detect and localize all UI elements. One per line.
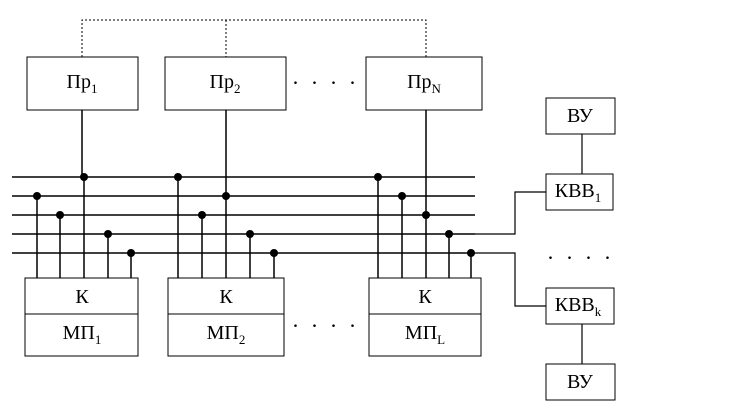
memory-index: 2 <box>239 332 246 347</box>
io-ellipsis: . . . . <box>548 239 615 264</box>
io-channel-index: 1 <box>595 190 602 205</box>
memory-connections-2 <box>177 177 275 278</box>
memory-module-1: К МП1 <box>24 277 139 357</box>
processors-ellipsis: . . . . <box>293 64 360 89</box>
processor-label: Пр <box>210 71 234 93</box>
memory-module-2: К МП2 <box>167 277 285 357</box>
processor-index: 2 <box>234 81 241 96</box>
svg-text:МП1: МП1 <box>63 322 102 347</box>
processor-index: N <box>432 81 442 96</box>
io-device-bottom: ВУ <box>545 363 616 401</box>
processor-label: Пр <box>407 71 431 93</box>
processor-block-1: Пр1 <box>26 56 139 111</box>
svg-text:КВВk: КВВk <box>555 294 602 319</box>
memory-label: МП <box>405 322 437 344</box>
svg-text:ПрN: ПрN <box>407 71 441 96</box>
svg-text:Пр1: Пр1 <box>67 71 98 96</box>
io-device-label: ВУ <box>567 371 594 393</box>
memory-label: МП <box>207 322 239 344</box>
svg-text:КВВ1: КВВ1 <box>555 180 602 205</box>
svg-text:МП2: МП2 <box>207 322 246 347</box>
memory-index: 1 <box>95 332 102 347</box>
memory-module-l: К МПL <box>368 277 482 357</box>
controller-label: К <box>75 286 89 308</box>
processor-dotted-link <box>81 19 427 57</box>
processor-block-n: ПрN <box>365 56 483 111</box>
bus-junctions <box>33 173 475 257</box>
io-device-label: ВУ <box>567 105 594 127</box>
processor-label: Пр <box>67 71 91 93</box>
io-channel-k: КВВk <box>545 287 615 325</box>
processor-connections <box>81 110 427 215</box>
io-channel-1: КВВ1 <box>545 173 614 211</box>
memory-index: L <box>437 332 445 347</box>
svg-text:Пр2: Пр2 <box>210 71 241 96</box>
memory-connections-1 <box>36 177 132 278</box>
io-channel-index: k <box>595 304 602 319</box>
memory-connections-l <box>377 177 472 278</box>
memory-ellipsis: . . . . <box>293 307 360 332</box>
io-device-top: ВУ <box>545 97 616 135</box>
memory-label: МП <box>63 322 95 344</box>
controller-label: К <box>219 286 233 308</box>
system-bus <box>12 176 475 254</box>
io-channel-label: КВВ <box>555 180 595 202</box>
controller-label: К <box>418 286 432 308</box>
io-channel-label: КВВ <box>555 294 595 316</box>
svg-text:МПL: МПL <box>405 322 445 347</box>
processor-block-2: Пр2 <box>164 56 287 111</box>
io-connections <box>475 134 583 364</box>
processor-index: 1 <box>91 81 98 96</box>
